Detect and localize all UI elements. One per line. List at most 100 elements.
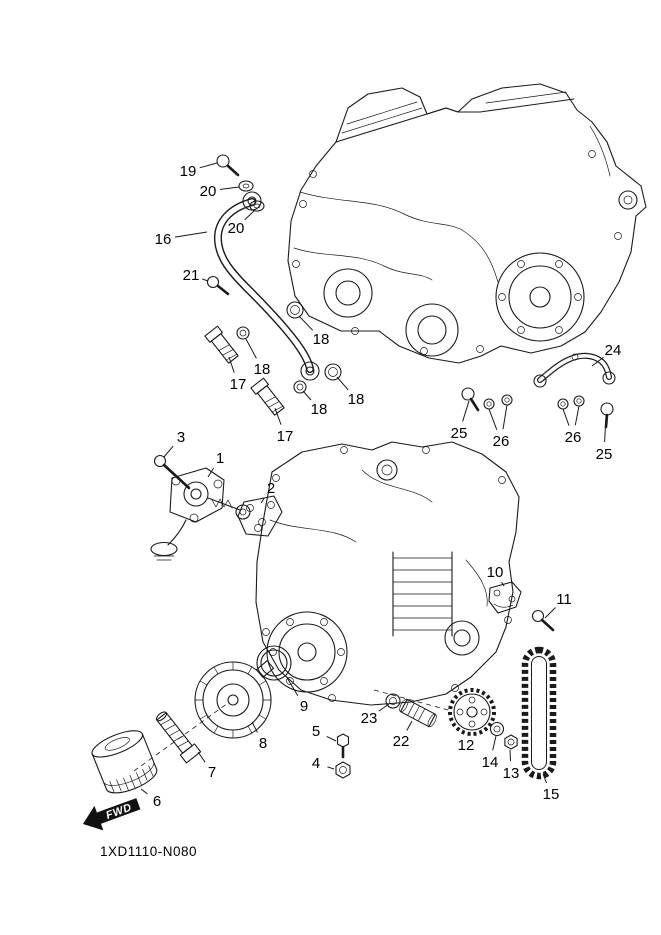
callout-number[interactable]: 6	[153, 793, 161, 810]
callout-leader-line	[562, 408, 570, 426]
callout-22[interactable]: 22	[393, 720, 413, 750]
strainer-bracket-10	[488, 581, 522, 614]
assembly-axis-line-2	[373, 689, 453, 712]
washers-26	[483, 394, 585, 410]
callout-14[interactable]: 14	[482, 735, 499, 771]
callout-number[interactable]: 17	[277, 428, 294, 445]
callout-number[interactable]: 4	[312, 755, 320, 772]
callout-19[interactable]: 19	[180, 162, 218, 180]
callout-20[interactable]: 20	[200, 183, 240, 200]
fwd-arrow-shape	[82, 798, 141, 831]
callout-17[interactable]: 17	[274, 407, 294, 445]
callout-leader-line	[274, 407, 282, 425]
callout-leader-line	[469, 733, 471, 736]
callout-number[interactable]: 25	[451, 425, 468, 442]
callout-4[interactable]: 4	[312, 755, 335, 772]
callout-number[interactable]: 2	[267, 480, 275, 497]
callout-number[interactable]: 20	[228, 220, 245, 237]
callout-number[interactable]: 10	[487, 564, 504, 581]
callout-number[interactable]: 16	[155, 231, 172, 248]
callout-number[interactable]: 11	[556, 591, 572, 608]
callout-leader-line	[326, 735, 337, 742]
callout-number[interactable]: 23	[361, 710, 378, 727]
callout-18[interactable]: 18	[302, 390, 328, 418]
callout-9[interactable]: 9	[285, 675, 308, 715]
callout-8[interactable]: 8	[251, 721, 267, 752]
lower-crankcase-assembly	[255, 441, 520, 706]
callout-number[interactable]: 5	[312, 723, 320, 740]
callout-leader-line	[378, 703, 390, 712]
callout-18[interactable]: 18	[336, 376, 365, 408]
callout-number[interactable]: 17	[230, 376, 247, 393]
callout-number[interactable]: 14	[482, 754, 499, 771]
callout-number[interactable]: 18	[313, 331, 330, 348]
callout-number[interactable]: 24	[605, 342, 622, 359]
callout-18[interactable]: 18	[245, 338, 271, 378]
callout-leader-line	[228, 356, 235, 373]
callout-leader-line	[406, 720, 413, 731]
callout-number[interactable]: 20	[200, 183, 217, 200]
callout-number[interactable]: 15	[543, 786, 560, 803]
bolts-25	[461, 387, 614, 429]
callout-6[interactable]: 6	[140, 788, 161, 810]
callout-21[interactable]: 21	[183, 267, 209, 284]
callout-number[interactable]: 22	[393, 733, 410, 750]
callout-16[interactable]: 16	[155, 231, 208, 248]
callout-11[interactable]: 11	[544, 591, 572, 619]
callout-number[interactable]: 3	[177, 429, 185, 446]
callout-number[interactable]: 1	[216, 450, 224, 467]
callout-26[interactable]: 26	[562, 405, 582, 446]
washer-14	[489, 721, 505, 737]
bolt-5	[336, 733, 350, 759]
callout-number[interactable]: 9	[300, 698, 308, 715]
callout-number[interactable]: 18	[348, 391, 365, 408]
callout-15[interactable]: 15	[542, 773, 560, 803]
oil-pump-1	[150, 467, 251, 561]
callout-leader-line	[336, 376, 349, 391]
callout-number[interactable]: 13	[503, 765, 520, 782]
callout-7[interactable]: 7	[197, 751, 216, 781]
callout-24[interactable]: 24	[591, 342, 622, 367]
callout-25[interactable]: 25	[451, 400, 470, 442]
callout-5[interactable]: 5	[312, 723, 337, 742]
callout-leader-line	[197, 751, 206, 763]
bolt-11	[531, 609, 555, 632]
callout-12[interactable]: 12	[458, 733, 475, 754]
assembly-axis-line	[133, 702, 229, 772]
callout-2[interactable]: 2	[260, 480, 275, 504]
callout-leader-line	[542, 773, 547, 784]
callout-number[interactable]: 18	[311, 401, 328, 418]
callout-leader-line	[199, 162, 218, 169]
callout-leader-line	[285, 675, 299, 696]
callout-13[interactable]: 13	[503, 749, 520, 782]
callout-number[interactable]: 26	[493, 433, 510, 450]
union-bolt-17-upper	[204, 325, 239, 364]
bolt-3	[153, 454, 191, 490]
callout-leader-line	[509, 749, 511, 762]
callout-17[interactable]: 17	[228, 356, 247, 393]
callout-23[interactable]: 23	[361, 703, 390, 727]
callout-25[interactable]: 25	[596, 415, 613, 463]
callout-number[interactable]: 26	[565, 429, 582, 446]
callout-3[interactable]: 3	[163, 429, 185, 458]
callout-leader-line	[604, 415, 607, 443]
callout-number[interactable]: 21	[183, 267, 200, 284]
callout-number[interactable]: 7	[208, 764, 216, 781]
callout-number[interactable]: 25	[596, 446, 613, 463]
callout-number[interactable]: 19	[180, 163, 197, 180]
callout-1[interactable]: 1	[207, 450, 224, 478]
callout-number[interactable]: 8	[259, 735, 267, 752]
callout-number[interactable]: 18	[254, 361, 271, 378]
callout-18[interactable]: 18	[298, 315, 330, 348]
callout-26[interactable]: 26	[488, 404, 510, 450]
union-bolt-7	[155, 711, 202, 764]
plug-4	[335, 761, 351, 779]
callout-number[interactable]: 12	[458, 737, 475, 754]
o-ring-23	[385, 693, 401, 709]
callout-20[interactable]: 20	[228, 210, 255, 237]
callout-10[interactable]: 10	[487, 564, 505, 587]
callout-leader-line	[302, 390, 312, 401]
